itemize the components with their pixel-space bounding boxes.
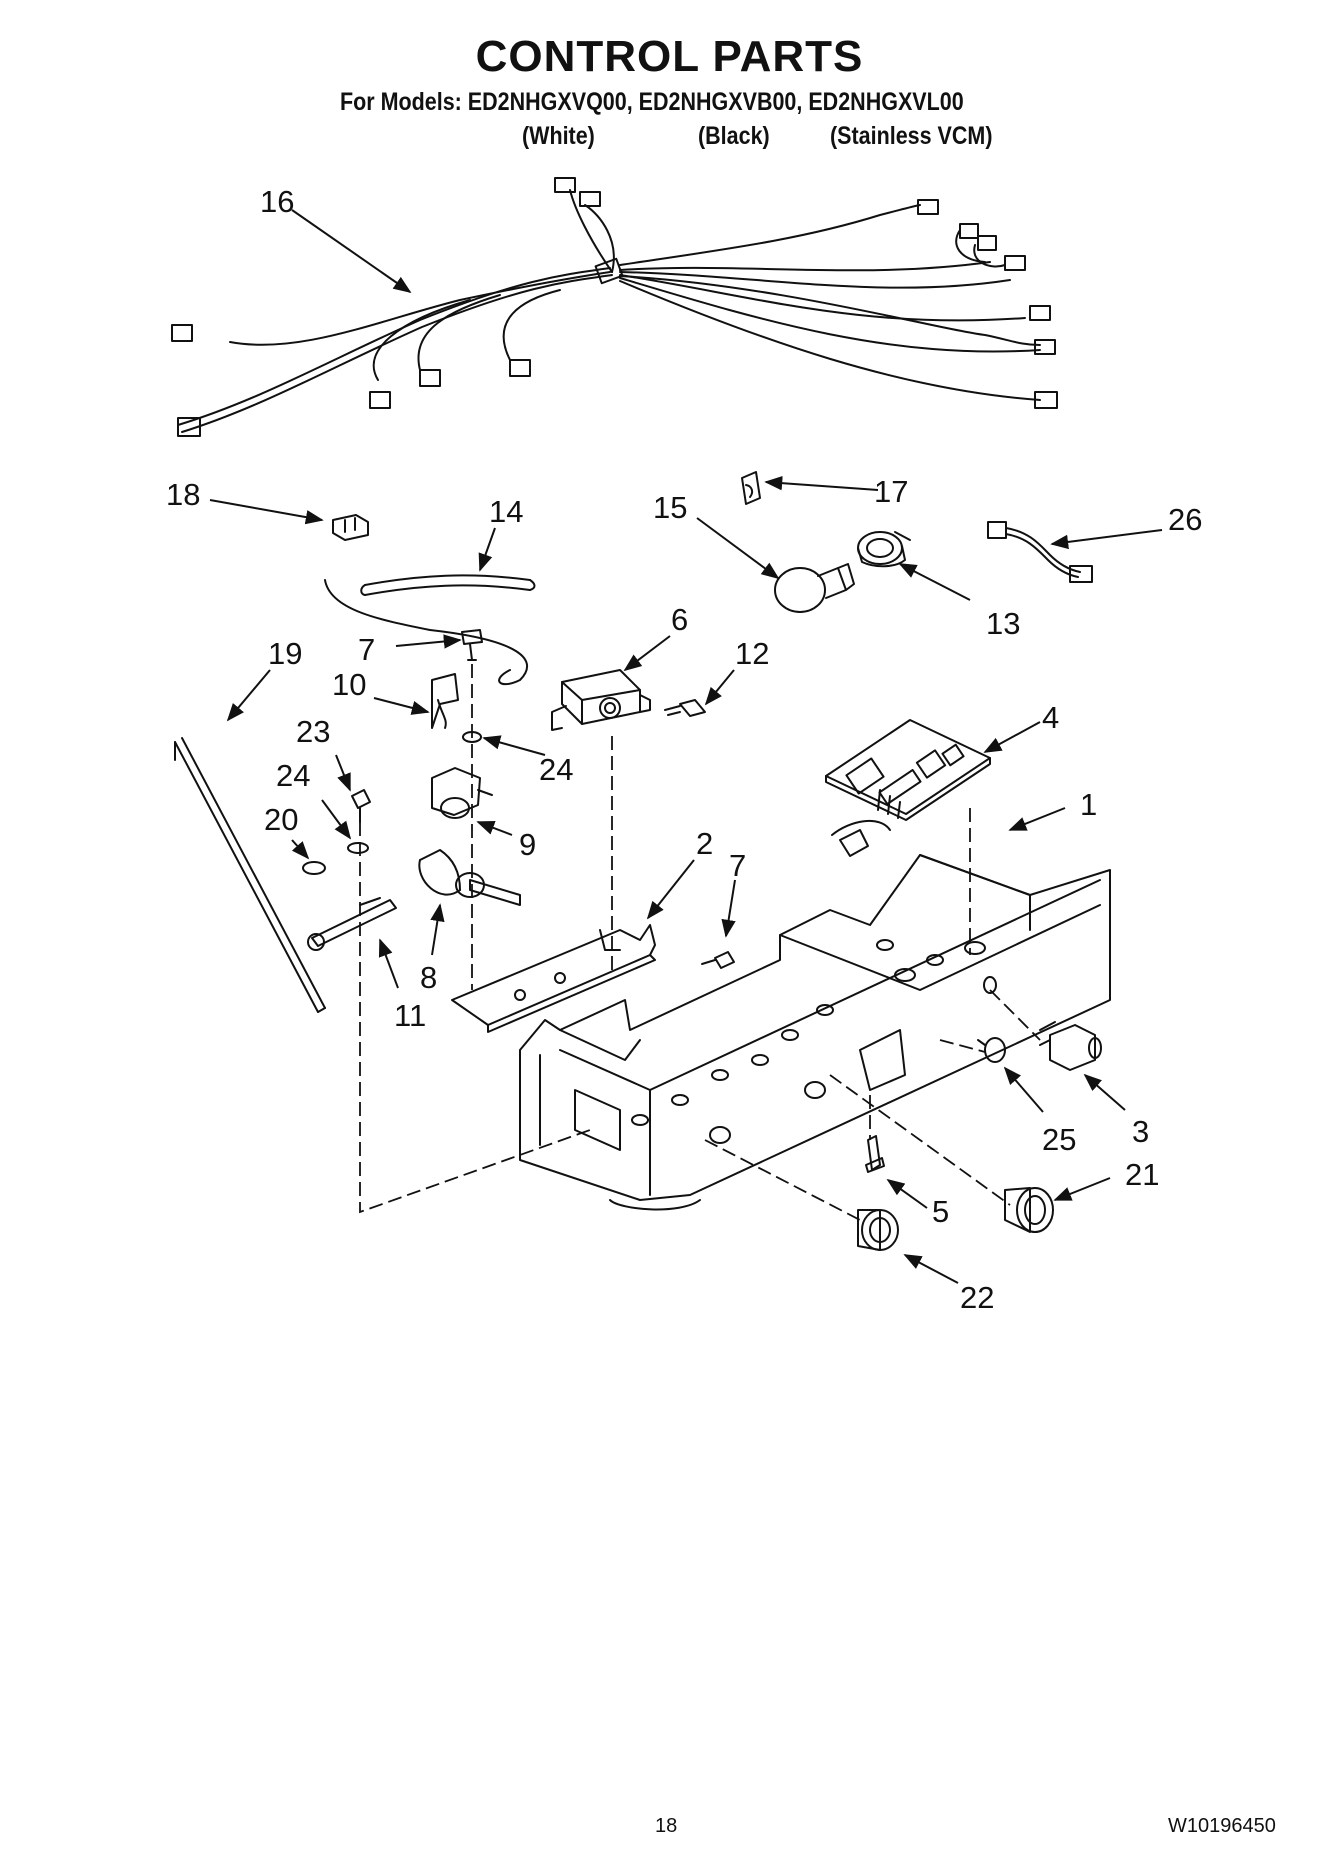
lever-drawing bbox=[307, 897, 397, 951]
callout-9: 9 bbox=[519, 827, 536, 862]
callout-4: 4 bbox=[1042, 700, 1059, 735]
switch-drawing bbox=[1039, 1021, 1102, 1071]
callout-26: 26 bbox=[1168, 502, 1202, 537]
lamp-housing-21-drawing bbox=[1004, 1187, 1054, 1233]
callout-24-lower: 24 bbox=[276, 758, 310, 793]
callout-16: 16 bbox=[260, 184, 294, 219]
callout-14: 14 bbox=[489, 494, 523, 529]
screw-23-drawing bbox=[351, 789, 371, 823]
assembly-lines bbox=[359, 664, 1041, 1221]
callout-labels: 16 18 14 17 15 26 13 6 12 7 19 10 24 4 2… bbox=[166, 184, 1202, 1315]
callout-18: 18 bbox=[166, 477, 200, 512]
jumper-wire-drawing bbox=[987, 521, 1093, 583]
document-number: W10196450 bbox=[1168, 1815, 1276, 1837]
callout-3: 3 bbox=[1132, 1114, 1149, 1149]
variant-stainless-label: (Stainless VCM) bbox=[830, 122, 993, 150]
clip-17-drawing bbox=[741, 471, 761, 505]
lamp-housing-22-drawing bbox=[857, 1209, 899, 1251]
control-board-drawing bbox=[825, 719, 991, 821]
rod-drawing bbox=[174, 737, 326, 1013]
callout-11: 11 bbox=[394, 998, 426, 1033]
callout-1: 1 bbox=[1080, 787, 1097, 822]
screw-7-lower-drawing bbox=[701, 951, 735, 969]
callout-25: 25 bbox=[1042, 1122, 1076, 1157]
page-title: CONTROL PARTS bbox=[475, 32, 864, 81]
callout-15: 15 bbox=[653, 490, 687, 525]
leader-arrows bbox=[209, 209, 1163, 1284]
callout-12: 12 bbox=[735, 636, 769, 671]
callout-20: 20 bbox=[264, 802, 298, 837]
screw-12-drawing bbox=[664, 699, 706, 717]
callout-21: 21 bbox=[1125, 1157, 1159, 1192]
wire-harness-drawing bbox=[171, 177, 1058, 437]
callout-10: 10 bbox=[332, 667, 366, 702]
washer-24-lower-drawing bbox=[347, 842, 369, 854]
screw-7-upper-drawing bbox=[461, 629, 483, 661]
bracket-10-drawing bbox=[431, 673, 459, 729]
button-25-drawing bbox=[977, 1037, 1006, 1063]
light-bulb-drawing bbox=[774, 563, 855, 613]
callout-23: 23 bbox=[296, 714, 330, 749]
control-housing-drawing bbox=[519, 819, 1111, 1211]
callout-2: 2 bbox=[696, 826, 713, 861]
callout-7-lower: 7 bbox=[729, 848, 746, 883]
clip-drawing bbox=[332, 514, 369, 541]
callout-13: 13 bbox=[986, 606, 1020, 641]
mounting-bracket-drawing bbox=[451, 924, 656, 1033]
screw-5-drawing bbox=[865, 1135, 885, 1173]
callout-19: 19 bbox=[268, 636, 302, 671]
washer-20-drawing bbox=[302, 861, 326, 875]
light-socket-drawing bbox=[857, 531, 911, 568]
variant-white-label: (White) bbox=[522, 122, 595, 150]
callout-17: 17 bbox=[874, 474, 908, 509]
models-line: For Models: ED2NHGXVQ00, ED2NHGXVB00, ED… bbox=[340, 88, 964, 116]
callout-5: 5 bbox=[932, 1194, 949, 1229]
callout-6: 6 bbox=[671, 602, 688, 637]
callout-7-upper: 7 bbox=[358, 632, 375, 667]
bracket-9-drawing bbox=[431, 767, 493, 819]
thermostat-drawing bbox=[324, 579, 651, 731]
variant-black-label: (Black) bbox=[698, 122, 770, 150]
knob-shaft-drawing bbox=[418, 849, 521, 906]
page-number: 18 bbox=[655, 1815, 678, 1837]
callout-8: 8 bbox=[420, 960, 437, 995]
tube-drawing bbox=[360, 574, 536, 596]
callout-24-upper: 24 bbox=[539, 752, 573, 787]
callout-22: 22 bbox=[960, 1280, 994, 1315]
